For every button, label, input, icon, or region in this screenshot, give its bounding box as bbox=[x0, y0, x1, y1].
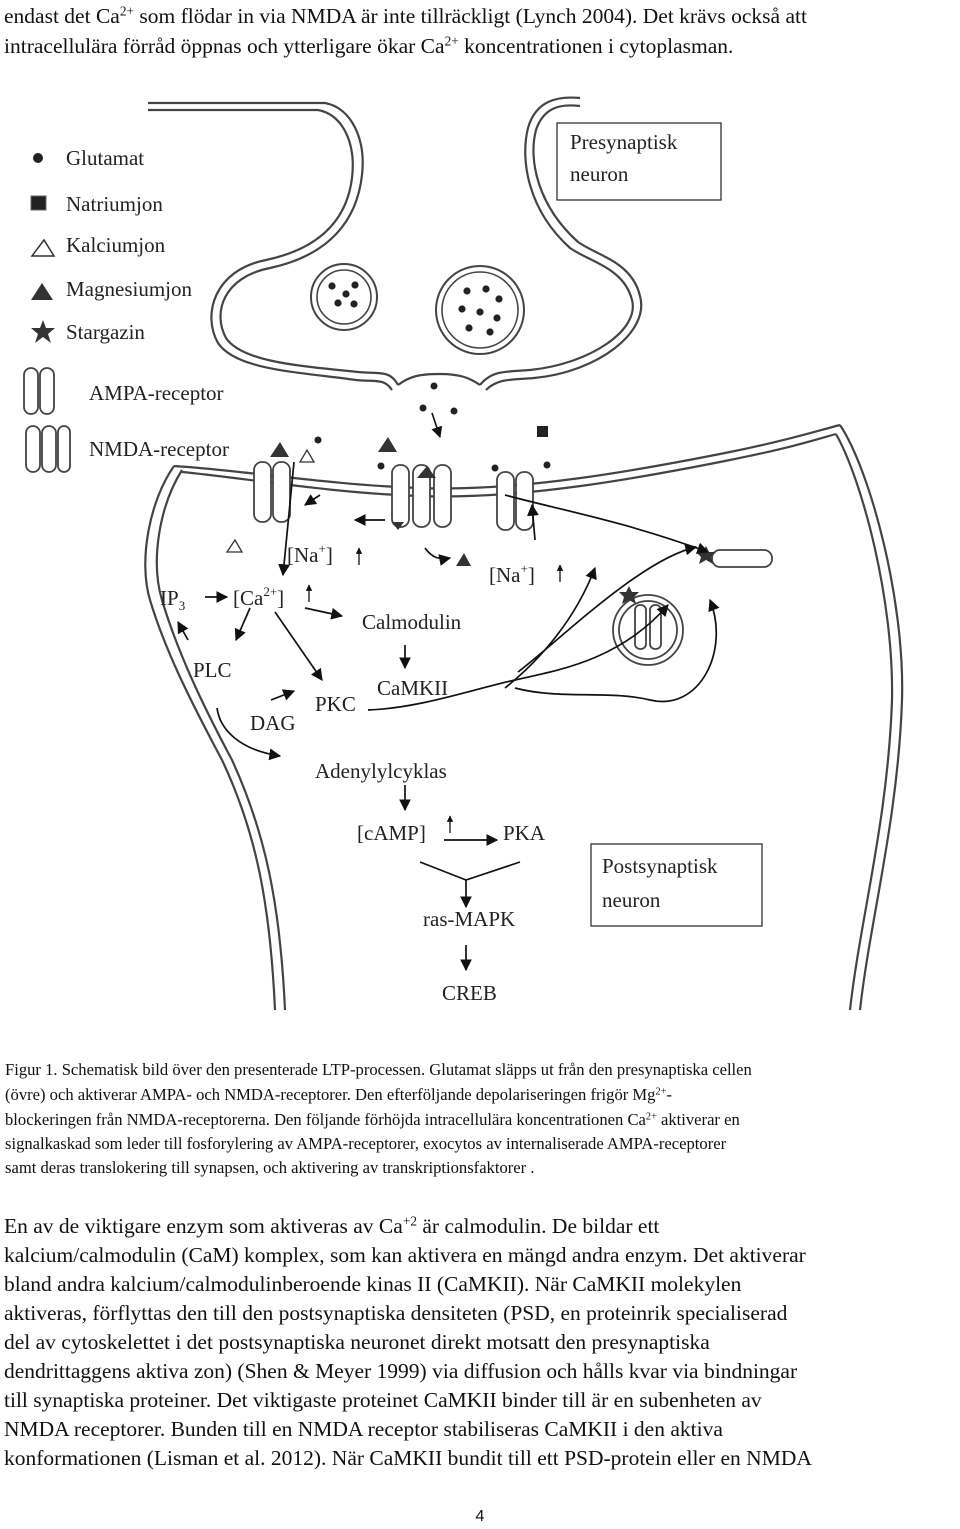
ampa-receptor-icon bbox=[253, 461, 291, 523]
label-ras-mapk: ras-MAPK bbox=[423, 907, 515, 931]
ampa-receptor-icon bbox=[23, 367, 55, 415]
body-text-line: endast det Ca2+ som flödar in via NMDA ä… bbox=[4, 3, 807, 28]
label-adenylylcyklas: Adenylylcyklas bbox=[315, 759, 447, 783]
svg-text:NMDA-receptor: NMDA-receptor bbox=[89, 437, 229, 461]
body-text-line: NMDA receptorer. Bunden till en NMDA rec… bbox=[4, 1417, 723, 1441]
postsynaptic-neuron-label: Postsynaptisk bbox=[602, 854, 718, 878]
legend: Glutamat Natriumjon Kalciumjon Magnesium… bbox=[23, 146, 229, 473]
presynaptic-membrane bbox=[148, 96, 643, 391]
body-text-line: intracellulära förråd öppnas och ytterli… bbox=[4, 33, 734, 58]
pathway-labels: IP3 [Ca2+] [Na+] [Na+] Calmodulin PLC Ca… bbox=[160, 541, 546, 1005]
svg-text:Stargazin: Stargazin bbox=[66, 320, 145, 344]
label-calmodulin: Calmodulin bbox=[362, 610, 462, 634]
figure-caption-line: blockeringen från NMDA-receptorerna. Den… bbox=[5, 1110, 740, 1129]
ampa-receptor-icon bbox=[711, 549, 773, 568]
page-number: 4 bbox=[475, 1508, 485, 1525]
label-pka: PKA bbox=[503, 821, 546, 845]
body-text-line: till synaptiska proteiner. Det viktigast… bbox=[4, 1388, 762, 1412]
body-text-line: bland andra kalcium/calmodulinberoende k… bbox=[4, 1272, 742, 1296]
figure-caption-line: Figur 1. Schematisk bild över den presen… bbox=[5, 1060, 752, 1079]
sodium-ion-icon bbox=[30, 195, 47, 211]
label-camkii: CaMKII bbox=[377, 676, 448, 700]
magnesium-ion-icon bbox=[31, 283, 53, 300]
presynaptic-neuron-label: neuron bbox=[570, 162, 629, 186]
figure-caption-line: (övre) och aktiverar AMPA- och NMDA-rece… bbox=[5, 1085, 672, 1104]
stargazin-icon bbox=[31, 320, 55, 343]
body-text-line: aktiveras, förflyttas den till den posts… bbox=[4, 1301, 788, 1325]
body-text-line: del av cytoskelettet i det postsynaptisk… bbox=[4, 1330, 710, 1354]
label-ip3: IP3 bbox=[160, 586, 185, 613]
label-camp: [cAMP] bbox=[357, 821, 426, 845]
body-text-line: kalcium/calmodulin (CaM) komplex, som ka… bbox=[4, 1243, 806, 1267]
svg-text:Natriumjon: Natriumjon bbox=[66, 192, 163, 216]
label-na: [Na+] bbox=[287, 541, 333, 567]
figure-caption-line: samt deras translokering till synapsen, … bbox=[5, 1158, 535, 1177]
label-na: [Na+] bbox=[489, 561, 535, 587]
svg-text:AMPA-receptor: AMPA-receptor bbox=[89, 381, 224, 405]
presynaptic-neuron-label-box bbox=[556, 122, 722, 201]
nmda-receptor-icon bbox=[391, 464, 452, 528]
internalized-ampa-receptor bbox=[612, 594, 684, 666]
label-pkc: PKC bbox=[315, 692, 356, 716]
ltp-schematic-figure: Glutamat Natriumjon Kalciumjon Magnesium… bbox=[23, 96, 904, 1011]
postsynaptic-neuron-label: neuron bbox=[602, 888, 661, 912]
svg-text:Glutamat: Glutamat bbox=[66, 146, 144, 170]
label-plc: PLC bbox=[193, 658, 232, 682]
figure-caption-line: signalkaskad som leder till fosforylerin… bbox=[5, 1134, 727, 1153]
glutamate-icon bbox=[33, 153, 43, 163]
synaptic-vesicle bbox=[310, 263, 378, 331]
label-ca: [Ca2+] bbox=[233, 584, 284, 610]
body-text-line: En av de viktigare enzym som aktiveras a… bbox=[4, 1213, 660, 1238]
svg-text:Magnesiumjon: Magnesiumjon bbox=[66, 277, 192, 301]
ion-markers bbox=[225, 426, 716, 604]
presynaptic-neuron-label: Presynaptisk bbox=[570, 130, 678, 154]
label-creb: CREB bbox=[442, 981, 497, 1005]
svg-text:Kalciumjon: Kalciumjon bbox=[66, 233, 166, 257]
nmda-receptor-icon bbox=[25, 425, 71, 473]
glutamate-release bbox=[314, 382, 551, 472]
body-text-line: konformationen (Lisman et al. 2012). När… bbox=[4, 1446, 812, 1470]
calcium-ion-icon bbox=[30, 238, 56, 257]
synaptic-vesicle bbox=[435, 265, 525, 355]
body-text-line: dendrittaggens aktiva zon) (Shen & Meyer… bbox=[4, 1359, 798, 1383]
label-dag: DAG bbox=[250, 711, 296, 735]
postsynaptic-neuron-label-box bbox=[590, 843, 763, 927]
